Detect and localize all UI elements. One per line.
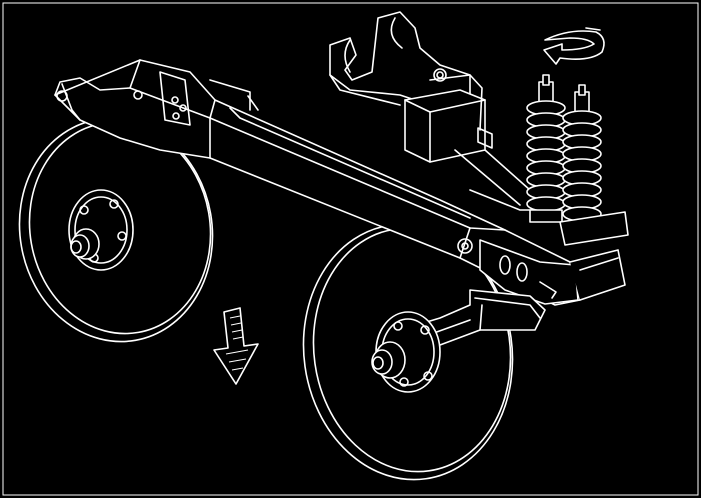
pivot-block <box>404 68 561 211</box>
main-arm <box>54 59 581 306</box>
downward-force-arrow-icon <box>213 307 259 385</box>
mounting-plate <box>329 11 471 111</box>
front-hub <box>68 189 134 271</box>
compression-spring-left <box>526 74 566 223</box>
rear-bracket <box>479 239 626 305</box>
rear-hub <box>371 311 441 393</box>
rotation-arrow-icon <box>543 27 605 65</box>
compression-spring-right <box>559 84 629 246</box>
